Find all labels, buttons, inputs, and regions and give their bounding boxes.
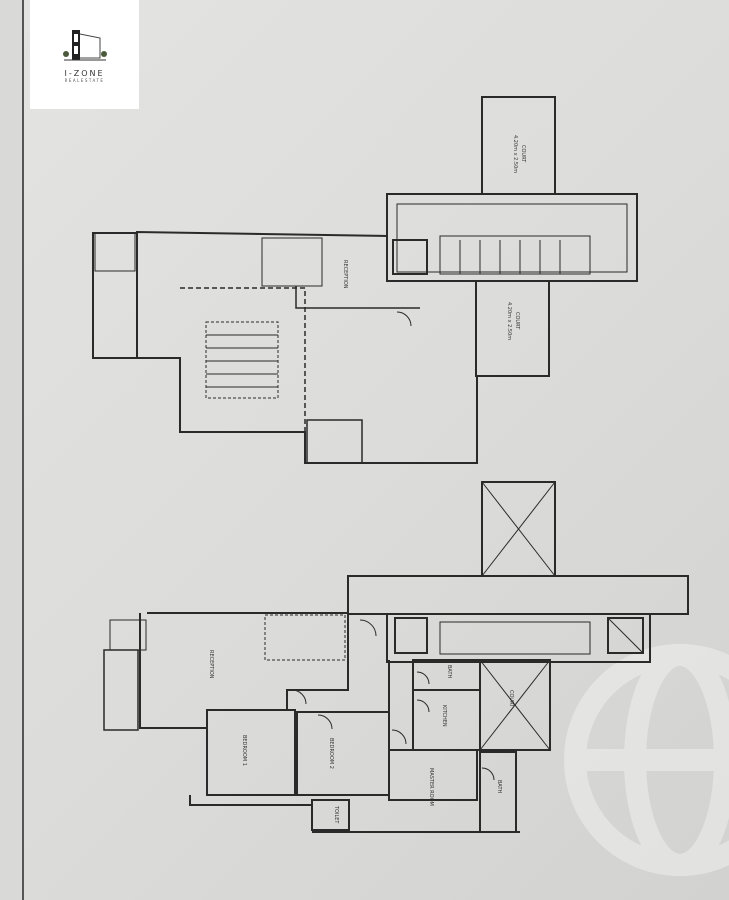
room-label-master-room: MASTER ROOM [428,768,434,806]
room-label-upper-court-1: COURT [520,145,526,163]
company-logo: I-ZONE REALESTATE [30,0,139,109]
watermark-globe-icon [564,644,729,876]
building-logo-icon [62,30,107,61]
logo-subtitle: REALESTATE [64,78,105,83]
room-label-bedroom-2: BEDROOM 2 [328,738,334,769]
room-dims-upper-court-1: 4.20m x 2.50m [512,135,518,173]
room-label-bath-2: BATH [496,780,502,794]
room-label-upper-reception: RECEPTION [342,260,348,289]
staircase [205,321,279,399]
room-dims-upper-court-2: 4.20m x 2.50m [506,302,512,340]
floor-plan-sheet [22,0,729,900]
room-label-bath-1: BATH [446,665,452,679]
room-label-bedroom-1: BEDROOM 1 [241,735,247,766]
room-label-upper-court-2: COURT [514,312,520,330]
room-label-court: COURT [508,690,514,708]
room-label-kitchen: KITCHEN [441,705,447,727]
lower-floor-plan [103,481,689,833]
upper-floor-plan [92,96,638,464]
room-label-reception: RECEPTION [208,650,214,679]
room-label-toilet: TOILET [333,805,339,824]
logo-name: I-ZONE [64,69,105,78]
